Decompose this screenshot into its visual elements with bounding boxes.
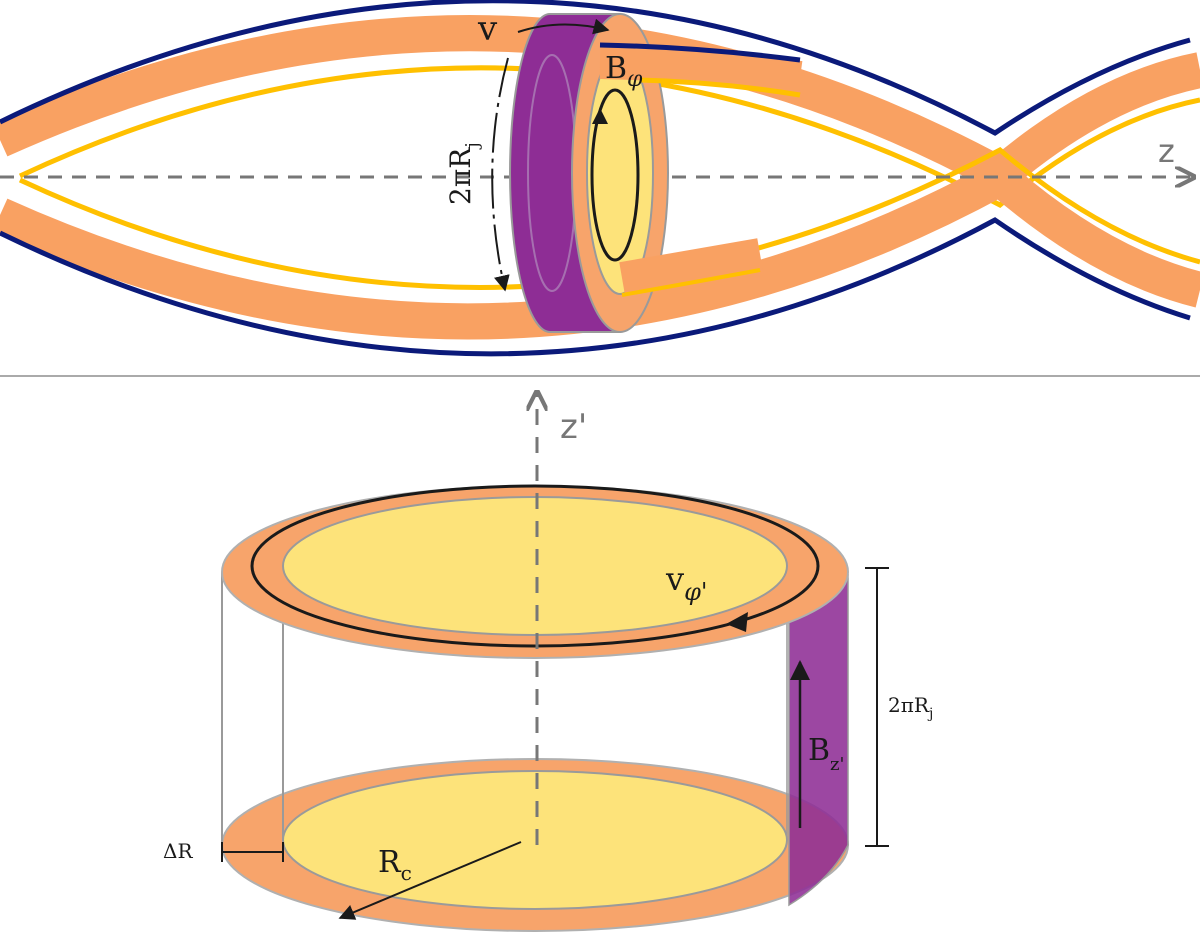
b-z-main: B — [808, 733, 830, 768]
top-core — [282, 496, 788, 636]
circumference-label: 2πRj — [444, 142, 483, 205]
radius-arrow — [338, 841, 522, 920]
delta-r-label: ΔR — [163, 839, 193, 863]
circumference-main: 2πR — [444, 147, 477, 205]
top-panel: z v Bφ 2πRj — [0, 0, 1200, 357]
z-prime-main: z — [560, 407, 578, 447]
jet-strand-upper-inner-edge — [18, 65, 1200, 209]
v-arrow — [517, 18, 610, 35]
b-phi-loop — [590, 88, 640, 262]
height-label: 2πRj — [888, 693, 933, 722]
radius-label: Rc — [378, 845, 412, 885]
b-phi-label: Bφ — [605, 51, 643, 92]
bottom-core — [282, 770, 788, 910]
jet-strand-upper-front-edge — [599, 42, 801, 63]
b-phi-arrowhead — [592, 108, 608, 124]
jet-strand-lower-front-edge — [621, 268, 761, 297]
jet-strand-lower-inner-edge — [18, 146, 1200, 290]
b-phi-sub: φ — [627, 67, 643, 92]
jet-strand-upper-front-inner — [639, 77, 801, 98]
v-phi-main: v — [665, 560, 684, 598]
v-label: v — [477, 9, 498, 49]
circumference-sub: j — [462, 142, 483, 150]
v-phi-sub: φ' — [684, 578, 707, 606]
flux-sheet — [788, 573, 849, 907]
height-main: 2πR — [888, 693, 930, 717]
v-phi-loop — [250, 484, 820, 648]
height-sub: j — [927, 706, 933, 722]
jet-strand-upper-front — [599, 45, 803, 95]
radius-sub: c — [401, 861, 412, 885]
jet-strand-lower-front — [619, 238, 763, 294]
v-phi-arrowhead — [726, 612, 748, 632]
jet-strand-lower-body — [0, 156, 1200, 340]
jet-strand-lower — [0, 146, 1200, 357]
v-phi-label: vφ' — [665, 560, 707, 606]
circumference-arrow — [491, 57, 510, 292]
bottom-panel: z' vφ' Bz' 2πRj ΔR Rc — [163, 392, 933, 932]
jet-strand-lower-outer-edge — [0, 217, 1191, 357]
z-prime-label: z' — [560, 407, 587, 447]
radius-main: R — [378, 845, 402, 880]
b-phi-main: B — [605, 51, 627, 86]
b-z-sub: z' — [830, 754, 844, 775]
z-prime-mark: ' — [578, 407, 587, 447]
b-z-label: Bz' — [808, 733, 844, 775]
jet-strand-upper-outer-edge — [0, 0, 1191, 136]
z-axis-label: z — [1158, 132, 1175, 170]
cylinder-shell — [509, 13, 669, 333]
